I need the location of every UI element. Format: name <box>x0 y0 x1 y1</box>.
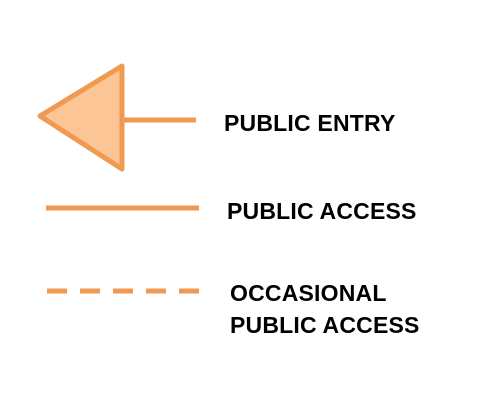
occasional-access-label-line1: OCCASIONAL <box>230 280 387 306</box>
arrow-head <box>37 63 125 172</box>
public-access-label: PUBLIC ACCESS <box>227 198 417 224</box>
occasional-access-label-line2: PUBLIC ACCESS <box>230 312 420 338</box>
public-entry-label: PUBLIC ENTRY <box>224 110 396 136</box>
public-entry-arrow-icon <box>37 63 196 172</box>
